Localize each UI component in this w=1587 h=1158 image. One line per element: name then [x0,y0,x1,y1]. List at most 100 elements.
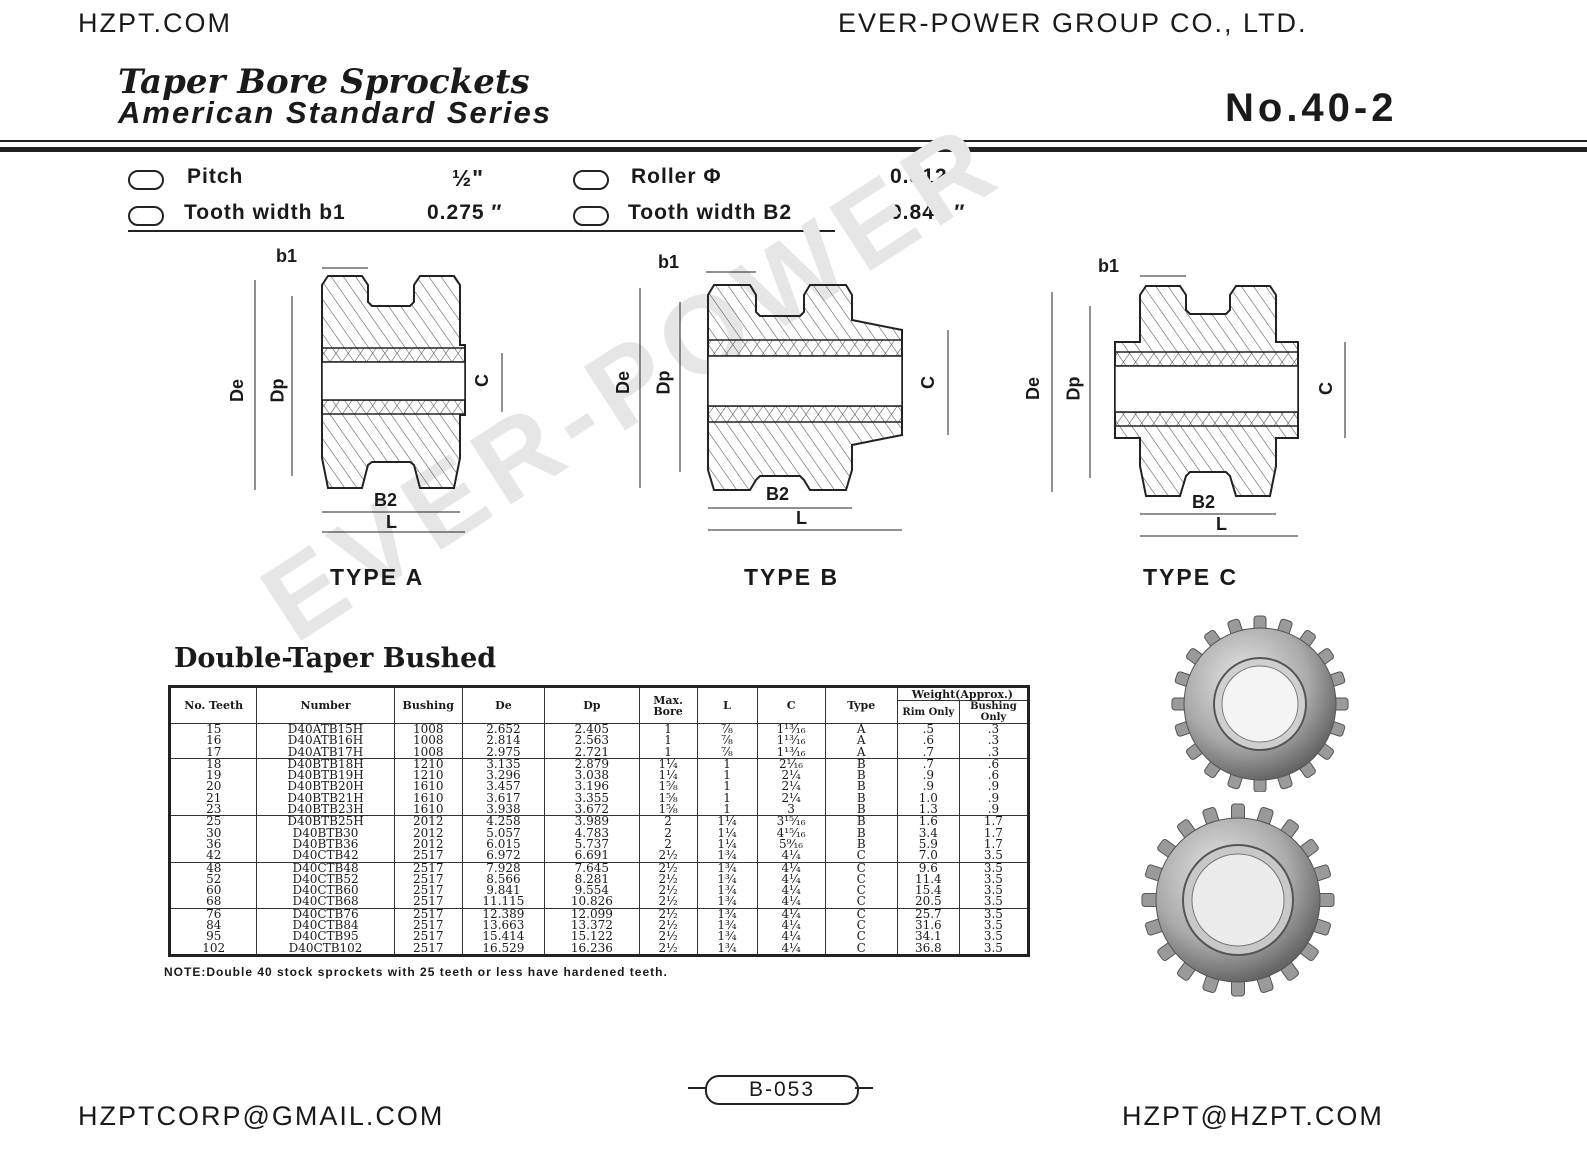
table-cell: C [824,896,898,909]
table-cell: .9 [958,792,1030,805]
type-a-l-label: L [386,512,397,532]
table-cell: D40BTB23H [256,803,395,816]
table-cell: 3.5 [958,930,1030,943]
header-website: HZPT.COM [78,8,232,38]
table-cell: 84 [168,919,258,932]
roller-bullet-icon [573,170,609,190]
table-cell: .6 [958,757,1030,771]
type-b-diagram [639,271,949,531]
type-c-c-label: C [1316,382,1336,395]
table-cell: .3 [958,746,1030,759]
table-cell: 3.5 [958,919,1030,932]
table-cell: 5.057 [461,827,546,839]
col-header-bushing: Bushing [393,686,463,724]
type-a-diagram [254,267,503,533]
type-c-label: TYPE C [1143,564,1239,590]
table-cell: D40BTB36 [256,838,395,851]
table-cell: 15.414 [461,930,546,943]
table-cell: D40BTB25H [256,815,395,828]
pitch-label: Pitch [187,165,244,188]
table-cell: A [824,734,898,747]
table-cell: B [824,815,898,828]
table-cell: B [824,780,898,793]
table-cell: 3.5 [958,873,1030,886]
table-cell: 76 [168,907,258,921]
sprocket-diagrams [254,267,1346,537]
table-cell: 30 [168,827,258,839]
col-header-type: Type [824,686,898,724]
table-cell: 23 [168,803,258,816]
footer-email-left[interactable]: HZPTCORP@GMAIL.COM [78,1101,445,1131]
table-cell: 42 [168,849,258,863]
table-cell: 6.015 [461,838,546,851]
page-number: B-053 [705,1075,859,1105]
table-cell: 60 [168,884,258,897]
type-b-label: TYPE B [744,564,840,590]
table-cell: 36.8 [896,942,960,956]
table-cell: D40CTB95 [256,930,395,943]
table-cell: 3.5 [958,896,1030,909]
col-header-weight: Weight(Approx.) [896,686,1030,701]
sprocket-spec-table: No. Teeth Number Bushing De Dp Max. Bore… [168,685,1030,957]
table-cell: D40BTB30 [256,827,395,839]
table-cell: B [824,757,898,771]
table-cell: B [824,838,898,851]
specs-underline [128,230,835,232]
type-b-b2-label: B2 [766,484,790,504]
table-cell: D40ATB16H [256,734,395,747]
type-b-dp-label: Dp [653,370,674,395]
type-c-dp-label: Dp [1063,376,1084,401]
table-cell: 19 [168,769,258,782]
table-title: Double-Taper Bushed [174,643,497,674]
table-cell: 102 [168,942,258,956]
footer-email-right[interactable]: HZPT@HZPT.COM [1122,1101,1384,1131]
table-cell: 11.115 [461,896,546,909]
table-cell: .9 [958,780,1030,793]
table-cell: 20 [168,780,258,793]
b1-bullet-icon [128,206,164,226]
table-cell: D40CTB68 [256,896,395,909]
type-a-b1-label: b1 [276,246,298,266]
b2-bullet-icon [573,206,609,226]
table-cell: 2517 [393,942,463,956]
type-a-b2-label: B2 [374,490,398,510]
table-cell: C [824,942,898,956]
table-cell: C [824,919,898,932]
col-header-de: De [461,686,546,724]
roller-value: 0.312 ″ [890,165,966,188]
page-number-dash-left [688,1087,706,1089]
table-cell: 52 [168,873,258,886]
table-cell: 68 [168,896,258,909]
table-cell: 3.5 [958,942,1030,956]
type-c-l-label: L [1216,514,1227,534]
type-c-de-label: De [1023,376,1044,401]
table-cell: 2.652 [461,723,546,736]
table-cell: D40CTB102 [256,942,395,956]
table-note: NOTE:Double 40 stock sprockets with 25 t… [164,965,668,979]
table-cell: 4.258 [461,815,546,828]
b2-label: Tooth width B2 [628,201,793,224]
table-cell: C [824,907,898,921]
table-cell: 2.814 [461,734,546,747]
table-cell: D40CTB42 [256,849,395,863]
header-rule-thin [0,140,1587,142]
table-cell: .9 [958,803,1030,816]
table-cell: C [824,930,898,943]
col-header-dp: Dp [544,686,640,724]
table-cell: .3 [958,723,1030,736]
table-cell: 25 [168,815,258,828]
table-cell: 3.5 [958,907,1030,921]
pitch-value: ½" [452,165,485,191]
table-cell: 3.938 [461,803,546,816]
